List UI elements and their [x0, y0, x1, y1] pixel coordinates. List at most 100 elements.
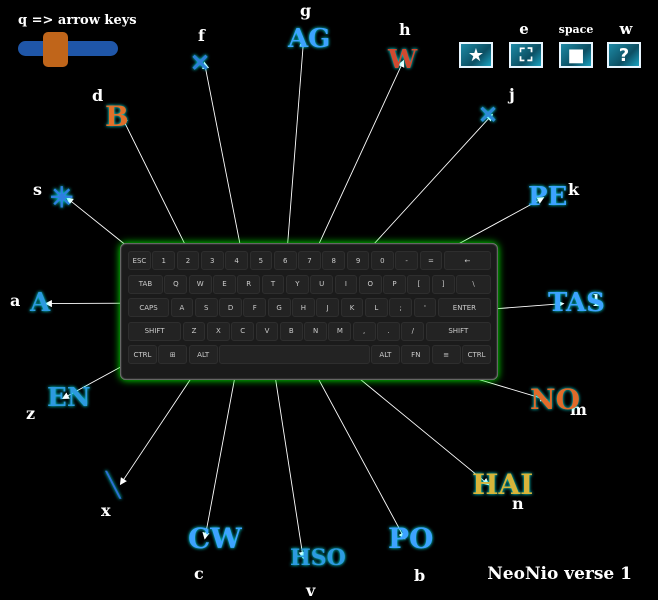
keyboard-key: 4 [225, 251, 248, 270]
target-symbol: PO [388, 522, 434, 555]
fullscreen-icon: ⛶ [519, 44, 533, 66]
stop-button[interactable]: ■ [559, 42, 593, 68]
target-symbol: W [388, 45, 418, 75]
keyboard-key: ESC [128, 251, 151, 270]
keyboard-key: P [383, 274, 406, 294]
target-key-label: x [101, 501, 111, 520]
keyboard-key: ALT [371, 345, 400, 364]
keyboard-key: ← [443, 251, 491, 270]
keyboard-key: ALT [188, 345, 218, 364]
keyboard-key: / [401, 321, 425, 341]
keyboard-key: FN [401, 345, 431, 364]
toolbar-label-w: w [619, 20, 633, 38]
keyboard-key: A [170, 298, 194, 317]
target-symbol: ✳ [50, 181, 74, 214]
keyboard-key: ] [431, 274, 455, 294]
target-key-label: j [509, 85, 515, 104]
keyboard-key: 7 [298, 251, 321, 270]
target-connector [285, 38, 307, 266]
keyboard-key: H [292, 298, 315, 317]
target-symbol: A [30, 288, 51, 318]
keyboard-key: M [328, 321, 352, 341]
keyboard-key: X [206, 321, 230, 341]
target-symbol: CW [188, 522, 242, 555]
toolbar-label-space: space [558, 23, 594, 36]
keyboard-key: F [243, 298, 267, 317]
target-symbol: EN [47, 383, 91, 413]
star-icon: ★ [467, 44, 485, 66]
star-button[interactable]: ★ [459, 42, 493, 68]
target-key-label: s [33, 180, 43, 199]
target-symbol: HSO [290, 545, 346, 571]
keyboard-key: I [334, 274, 358, 294]
keyboard-key: Z [182, 321, 206, 341]
keyboard-key: Q [164, 274, 188, 294]
keyboard-key: 0 [371, 251, 394, 270]
keyboard-key: ; [389, 298, 413, 317]
keyboard-key: \ [456, 274, 491, 294]
target-symbol: PE [528, 182, 568, 212]
target-symbol: NO [530, 383, 580, 416]
keyboard-key: W [188, 274, 212, 294]
keyboard-key: 1 [152, 251, 176, 270]
keyboard-key: N [304, 321, 327, 341]
target-key-label: m [570, 400, 587, 419]
keyboard-key: ⊞ [158, 345, 188, 364]
target-key-label: l [593, 291, 600, 310]
keyboard-key [219, 345, 370, 364]
target-key-label: g [300, 1, 312, 20]
target-key-label: v [306, 581, 316, 600]
keyboard-key: R [237, 274, 261, 294]
keyboard-key: E [213, 274, 236, 294]
keyboard-key: 9 [346, 251, 370, 270]
slider-hint: q => arrow keys [18, 13, 137, 28]
keyboard-key: ENTER [437, 298, 491, 317]
target-symbol: HAI [472, 468, 534, 501]
keyboard-key: , [352, 321, 376, 341]
keyboard-key: SHIFT [128, 321, 182, 341]
keyboard-key: C [231, 321, 255, 341]
target-symbol: B [105, 100, 129, 133]
target-key-label: c [194, 564, 204, 583]
keyboard-key: - [395, 251, 419, 270]
help-icon: ? [618, 44, 630, 66]
keyboard-key: CTRL [128, 345, 157, 364]
keyboard-key: CTRL [462, 345, 491, 364]
fullscreen-button[interactable]: ⛶ [509, 42, 543, 68]
target-symbol: TAS [548, 288, 605, 318]
stop-icon: ■ [567, 44, 585, 66]
slider-thumb[interactable] [43, 32, 68, 67]
keyboard-key: V [255, 321, 279, 341]
keyboard-key: ≡ [431, 345, 461, 364]
keyboard-key: K [340, 298, 364, 317]
target-key-label: d [92, 86, 104, 105]
target-key-label: z [26, 404, 36, 423]
keyboard-key: 3 [200, 251, 224, 270]
keyboard-key: O [358, 274, 382, 294]
keyboard-key: Y [285, 274, 309, 294]
keyboard-key: CAPS [128, 298, 170, 317]
keyboard-key: SHIFT [425, 321, 491, 341]
game-title: NeoNio verse 1 [487, 564, 632, 584]
keyboard-key: G [267, 298, 291, 317]
help-button[interactable]: ? [607, 42, 641, 68]
toolbar-label-e: e [519, 20, 529, 38]
target-key-label: n [512, 494, 524, 513]
keyboard-key: S [194, 298, 218, 317]
keyboard-key: TAB [128, 274, 163, 294]
target-key-label: k [568, 180, 580, 199]
keyboard-key: 5 [249, 251, 273, 270]
target-key-label: h [399, 20, 411, 39]
target-symbol: ╲ [106, 470, 121, 499]
keyboard-key: 8 [322, 251, 346, 270]
keyboard-key: 6 [273, 251, 297, 270]
target-symbol: AG [288, 24, 331, 54]
keyboard-key: = [419, 251, 443, 270]
target-key-label: a [10, 291, 21, 310]
keyboard-key: T [261, 274, 285, 294]
keyboard-key: ' [413, 298, 437, 317]
keyboard-key: U [310, 274, 334, 294]
target-key-label: b [414, 566, 426, 585]
target-symbol: ✕ [190, 48, 211, 77]
